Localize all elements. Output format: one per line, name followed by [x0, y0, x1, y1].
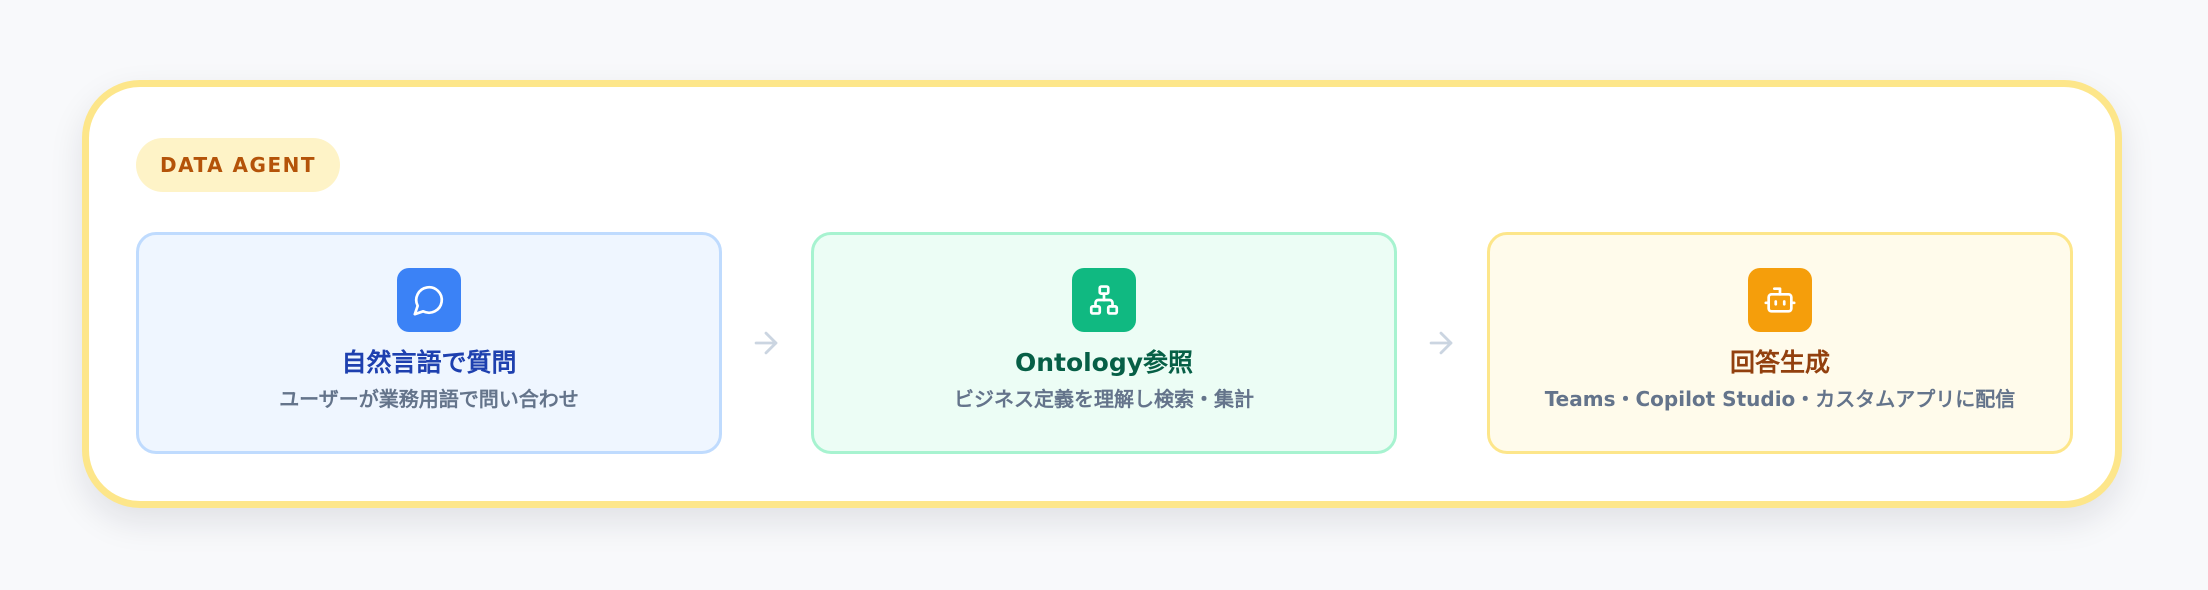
hierarchy-icon	[1072, 268, 1136, 332]
step-natural-language-question: 自然言語で質問 ユーザーが業務用語で問い合わせ	[136, 232, 722, 454]
step-ontology-reference: Ontology参照 ビジネス定義を理解し検索・集計	[811, 232, 1397, 454]
step-title: Ontology参照	[1014, 348, 1194, 377]
chat-bubble-icon	[397, 268, 461, 332]
step-answer-generation: 回答生成 Teams・Copilot Studio・カスタムアプリに配信	[1487, 232, 2073, 454]
step-title: 回答生成	[1729, 348, 1830, 377]
step-title: 自然言語で質問	[341, 348, 517, 377]
data-agent-badge: DATA AGENT	[136, 138, 340, 192]
arrow-right-icon	[754, 331, 778, 355]
step-description: ビジネス定義を理解し検索・集計	[954, 387, 1254, 411]
arrow-right-icon	[1429, 331, 1453, 355]
robot-icon	[1748, 268, 1812, 332]
step-description: Teams・Copilot Studio・カスタムアプリに配信	[1544, 387, 2016, 411]
step-description: ユーザーが業務用語で問い合わせ	[279, 387, 579, 411]
